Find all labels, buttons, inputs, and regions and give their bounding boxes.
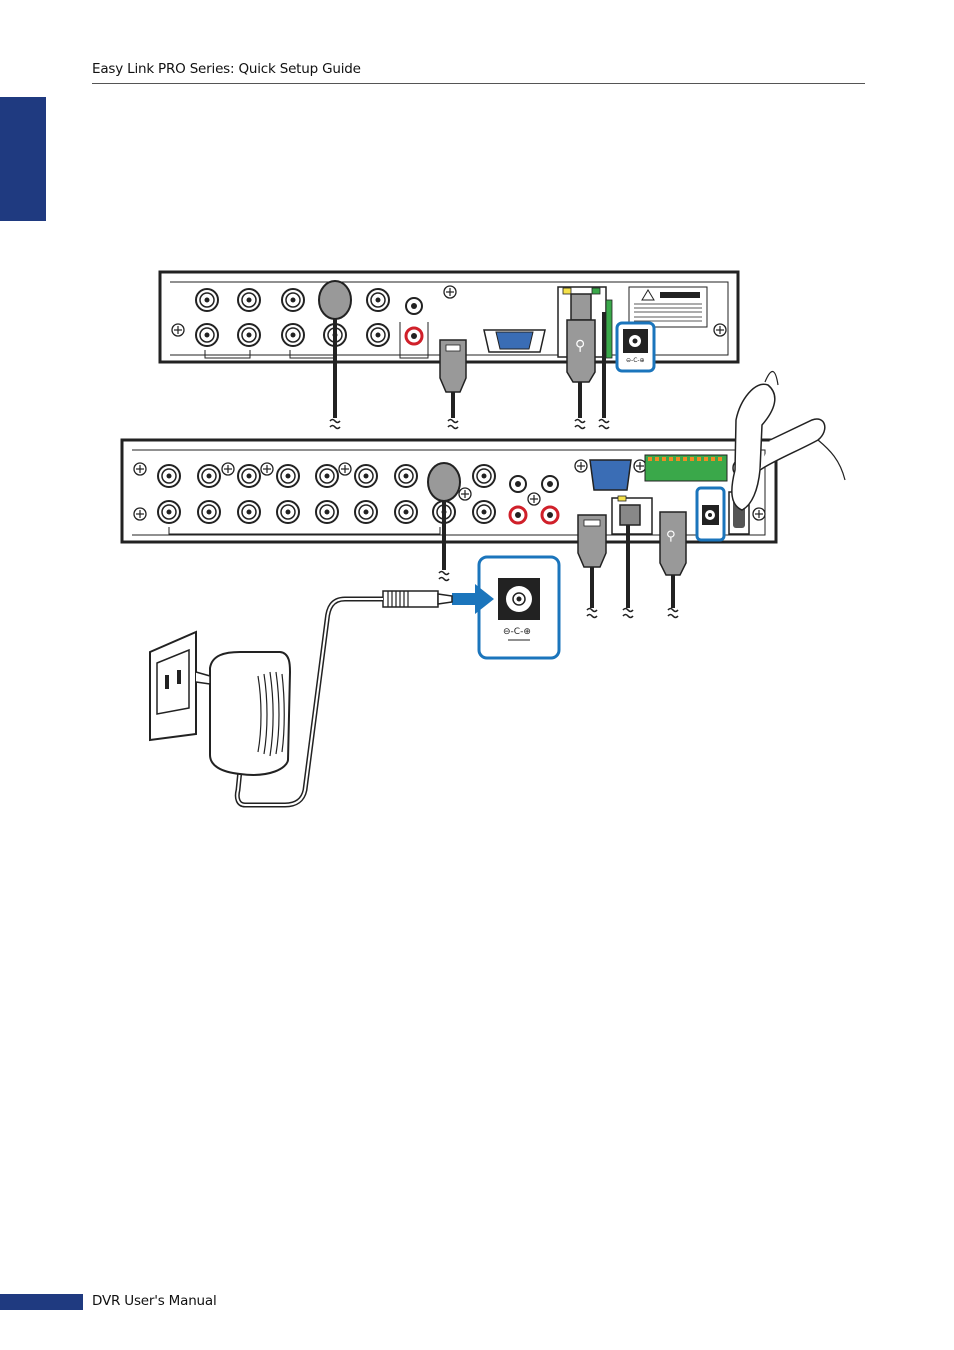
hdmi-plug-bottom [578,515,606,618]
power-adapter [210,591,452,805]
hdmi-plug-top [440,340,466,429]
svg-text:⊖-C-⊕: ⊖-C-⊕ [503,627,531,637]
usb-plug-bottom: ⚲ [660,512,686,618]
usb-plug-top: ⚲ [567,294,595,429]
footer-manual-title: DVR User's Manual [92,1293,217,1309]
svg-text:⚲: ⚲ [575,338,585,354]
wall-outlet [150,632,210,740]
footer-bar [0,1294,83,1310]
dc-power-jack-callout: ⊖-C-⊕ [479,557,559,658]
hand-pressing-power-switch [732,371,845,510]
svg-text:⊖-C-⊕: ⊖-C-⊕ [626,357,645,364]
svg-text:⚲: ⚲ [666,529,676,544]
